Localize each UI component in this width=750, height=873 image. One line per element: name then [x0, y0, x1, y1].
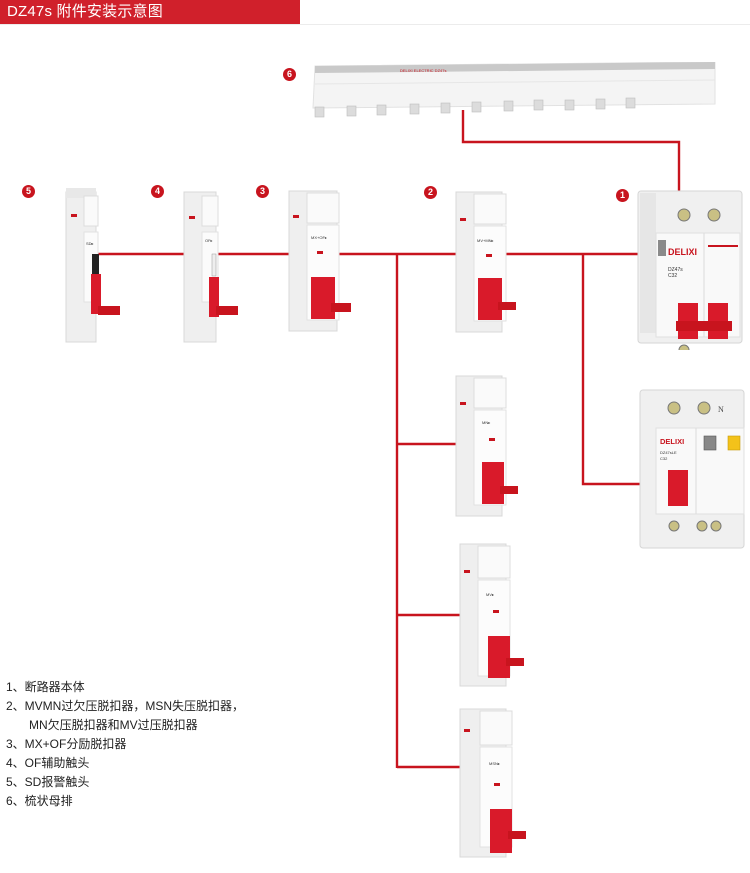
- branch-to-rcbo: [581, 254, 648, 486]
- mcb-rating: C32: [668, 273, 677, 279]
- badge-5: 5: [22, 185, 35, 198]
- rcbo-rating: C32: [660, 456, 668, 461]
- badge-2: 2: [424, 186, 437, 199]
- msn-voltage-loss-release-module: MSN▸: [459, 708, 526, 858]
- legend: 1、断路器本体 2、MVMN过欠压脱扣器，MSN失压脱扣器， MN欠压脱扣器和M…: [6, 678, 244, 811]
- header-divider: [0, 24, 750, 25]
- badge-6: 6: [283, 68, 296, 81]
- page-title: DZ47s 附件安装示意图: [7, 3, 163, 20]
- badge-3: 3: [256, 185, 269, 198]
- rcbo-circuit-breaker: N DELIXI DZ47sLE C32: [639, 389, 745, 549]
- mcb-brand: DELIXI: [668, 247, 697, 257]
- title-banner: DZ47s 附件安装示意图: [0, 0, 300, 24]
- busbar-connector-line: [461, 110, 681, 195]
- legend-item-4: 4、OF辅助触头: [6, 756, 90, 770]
- mcb-model: DZ47s: [668, 267, 683, 273]
- rcbo-neutral-label: N: [718, 405, 724, 414]
- mvmn-release-module: MV+MN▸: [455, 191, 516, 333]
- of-label: OF▸: [205, 238, 213, 243]
- legend-item-5: 5、SD报警触头: [6, 775, 90, 789]
- mn-label: MN▸: [482, 420, 490, 425]
- mv-overvoltage-release-module: MV▸: [459, 543, 524, 687]
- mxof-shunt-release-module: MX+OF▸: [288, 190, 351, 332]
- legend-item-2: 2、MVMN过欠压脱扣器，MSN失压脱扣器，: [6, 699, 245, 713]
- comb-busbar: DELIXI ELECTRIC DZ47s: [312, 62, 716, 118]
- rcbo-model: DZ47sLE: [660, 450, 677, 455]
- badge-1: 1: [616, 189, 629, 202]
- mcb-circuit-breaker: DELIXI DZ47s C32: [637, 190, 743, 350]
- mn-undervoltage-release-module: MN▸: [455, 375, 518, 517]
- svg-text:DELIXI ELECTRIC DZ47s: DELIXI ELECTRIC DZ47s: [400, 68, 446, 73]
- rcbo-brand: DELIXI: [660, 437, 684, 446]
- msn-label: MSN▸: [489, 761, 500, 766]
- of-auxiliary-contact-module: OF▸: [183, 191, 238, 343]
- mvmn-label: MV+MN▸: [477, 238, 494, 243]
- mv-label: MV▸: [486, 592, 494, 597]
- mxof-label: MX+OF▸: [311, 235, 327, 240]
- badge-4: 4: [151, 185, 164, 198]
- legend-item-1: 1、断路器本体: [6, 680, 85, 694]
- rcbo-reset-button: [727, 435, 741, 451]
- legend-item-6: 6、梳状母排: [6, 794, 73, 808]
- sd-label: SD▸: [86, 241, 94, 246]
- legend-item-2-continued: MN欠压脱扣器和MV过压脱扣器: [29, 718, 198, 732]
- rcbo-test-button: [703, 435, 717, 451]
- legend-item-3: 3、MX+OF分励脱扣器: [6, 737, 127, 751]
- sd-alarm-contact-module: SD▸: [65, 188, 120, 343]
